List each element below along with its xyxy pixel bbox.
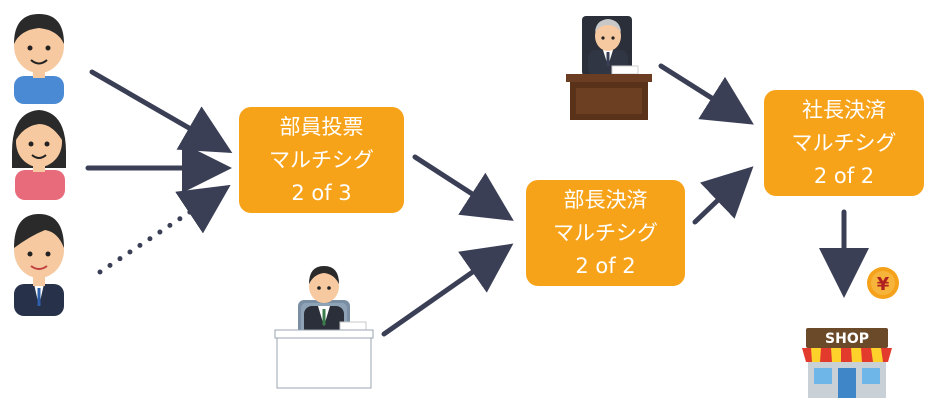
person-pink-shirt-icon xyxy=(12,110,66,200)
director-approval-title: 部長決済 xyxy=(563,187,648,212)
arrow-member1-to-vote xyxy=(89,69,233,153)
ceo-approval-threshold: 2 of 2 xyxy=(813,163,875,188)
member-vote-threshold: 2 of 3 xyxy=(291,180,352,205)
director-approval-type: マルチシグ xyxy=(553,220,658,245)
arrow-manager-to-director xyxy=(381,243,514,337)
manager-at-desk-icon xyxy=(274,266,374,389)
shop-icon: SHOP xyxy=(802,328,892,398)
person-blue-shirt-icon xyxy=(14,14,64,104)
yen-symbol: ¥ xyxy=(877,274,890,295)
arrow-director-to-ceo xyxy=(692,166,754,225)
arrow-vote-to-director xyxy=(412,154,514,221)
flow-arrows xyxy=(85,63,869,337)
arrow-president-to-ceo xyxy=(658,63,754,125)
person-suit-icon xyxy=(14,214,64,316)
ceo-approval-box: 社長決済 マルチシグ 2 of 2 xyxy=(764,90,924,196)
shop-sign-text: SHOP xyxy=(825,331,869,347)
ceo-approval-title: 社長決済 xyxy=(802,97,886,122)
president-at-desk-icon xyxy=(566,16,652,120)
ceo-approval-type: マルチシグ xyxy=(791,130,897,155)
yen-coin-icon: ¥ xyxy=(867,267,899,299)
director-approval-threshold: 2 of 2 xyxy=(575,253,636,278)
member-vote-type: マルチシグ xyxy=(269,147,374,172)
member-vote-title: 部員投票 xyxy=(279,114,364,139)
director-approval-box: 部長決済 マルチシグ 2 of 2 xyxy=(526,180,685,286)
arrow-member3-to-vote-dotted xyxy=(97,184,231,275)
member-vote-box: 部員投票 マルチシグ 2 of 3 xyxy=(239,107,404,213)
